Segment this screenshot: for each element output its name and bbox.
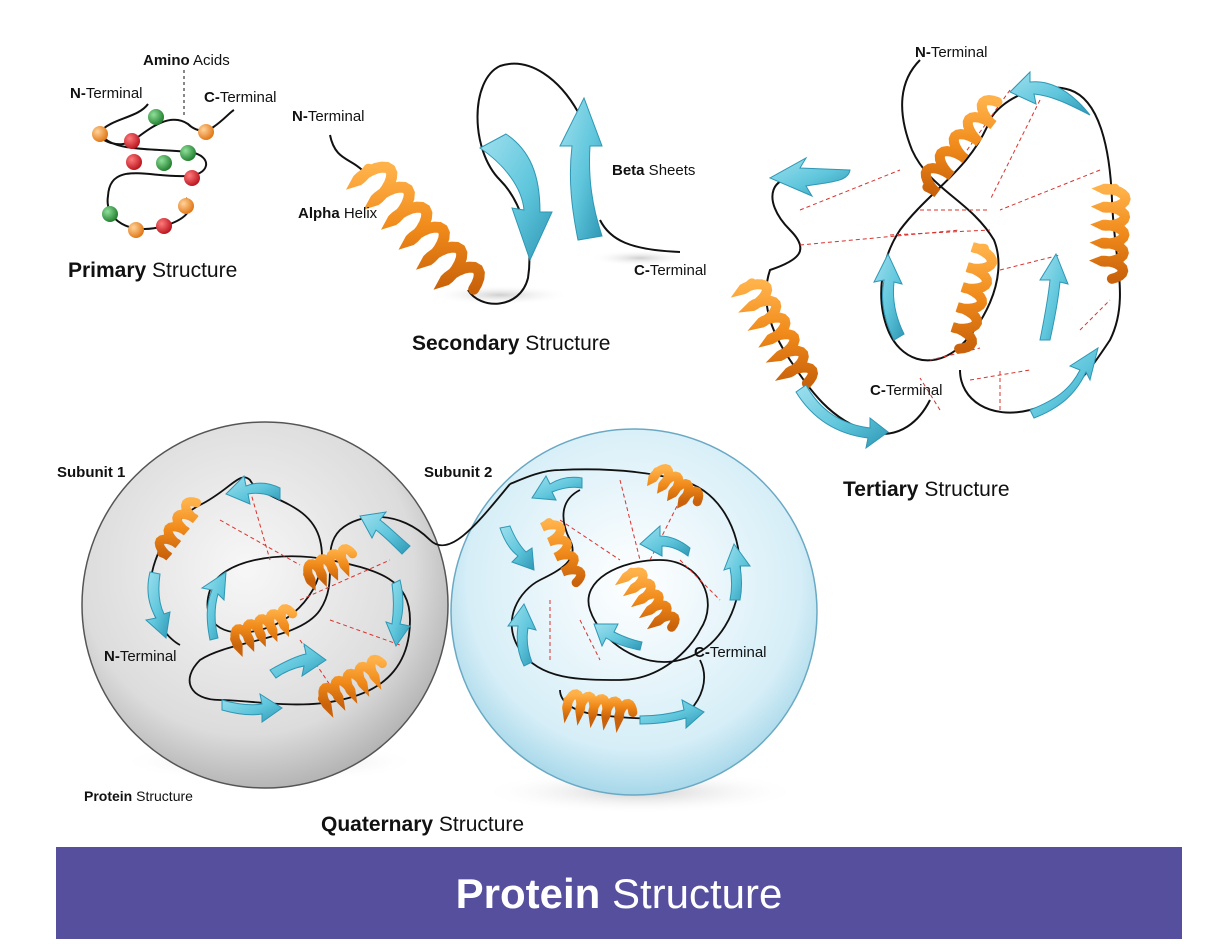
quaternary-structure-art — [81, 421, 818, 814]
alpha-helix-icon — [345, 161, 485, 295]
quaternary-structure-title: Quaternary Structure — [321, 813, 525, 836]
beta-sheets-label: Beta Sheets — [612, 162, 696, 179]
tertiary-n-terminal-label: N-Terminal — [915, 44, 988, 61]
tertiary-structure-art — [730, 59, 1131, 450]
subunit-2-label: Subunit 2 — [424, 464, 493, 481]
protein-structure-label: Protein Structure — [84, 788, 193, 804]
amino-acid-bead-icon — [92, 109, 214, 238]
primary-structure-title: Primary Structure — [68, 259, 238, 282]
primary-n-terminal-label: N-Terminal — [70, 85, 143, 102]
subunit-sphere-icon — [450, 428, 818, 796]
beta-sheet-arrow-icon — [479, 96, 603, 262]
tertiary-structure-title: Tertiary Structure — [843, 478, 1010, 501]
subunit-1-label: Subunit 1 — [57, 464, 126, 481]
secondary-n-terminal-label: N-Terminal — [292, 108, 365, 125]
banner-title: Protein Structure — [455, 870, 783, 917]
alpha-helix-label: Alpha Helix — [298, 205, 378, 222]
quaternary-n-terminal-label: N-Terminal — [104, 648, 177, 665]
secondary-structure-art — [329, 62, 690, 305]
title-banner: Protein Structure — [56, 847, 1182, 939]
primary-structure-art — [92, 70, 235, 238]
secondary-structure-title: Secondary Structure — [412, 332, 611, 355]
quaternary-c-terminal-label: C-Terminal — [694, 644, 767, 661]
primary-c-terminal-label: C-Terminal — [204, 89, 277, 106]
tertiary-c-terminal-label: C-Terminal — [870, 382, 943, 399]
secondary-c-terminal-label: C-Terminal — [634, 262, 707, 279]
amino-acids-label: Amino Acids — [143, 52, 230, 69]
